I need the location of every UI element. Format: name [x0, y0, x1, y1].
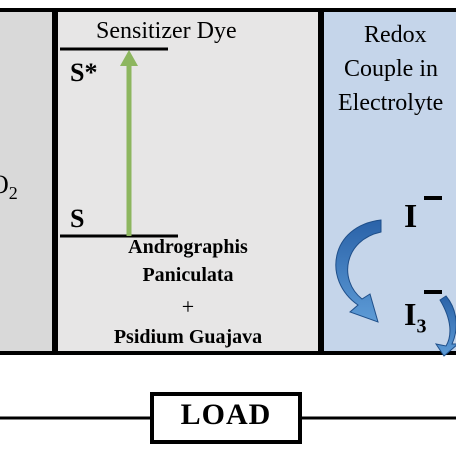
reduction-arrow: [335, 219, 382, 323]
dye-panel: [54, 8, 322, 355]
iodide-charge-bar: [424, 196, 442, 200]
triiodide-symbol: I: [404, 296, 417, 332]
iodide-label: I: [404, 198, 417, 236]
excitation-arrow: [120, 50, 138, 236]
triiodide-label: I3: [404, 296, 426, 338]
dye-panel-title: Sensitizer Dye: [96, 18, 237, 44]
triiodide-charge-bar: [424, 290, 442, 294]
load-box: [150, 392, 302, 444]
semiconductor-label: O2: [0, 170, 50, 204]
dye-name-line-3: Psidium Guajava: [113, 326, 263, 348]
semiconductor-label-main: O: [0, 170, 9, 199]
electrolyte-text-clip: Redox Couple in Electrolyte I I3: [324, 12, 456, 352]
electrolyte-title-line-2: Couple in: [344, 56, 438, 82]
dye-name-line-1: Andrographis: [128, 236, 248, 258]
electrolyte-panel: [320, 8, 456, 355]
electrolyte-title-line-3: Electrolyte: [338, 90, 444, 116]
excited-state-label: S*: [70, 58, 98, 87]
electrolyte-title-line-1: Redox: [364, 22, 427, 48]
load-label: LOAD: [180, 398, 272, 431]
oxidation-arrow: [434, 295, 456, 357]
semiconductor-label-sub: 2: [8, 183, 18, 204]
dye-name-plus: +: [181, 294, 195, 319]
dye-name-line-2: Paniculata: [142, 264, 234, 286]
ground-state-label: S: [70, 204, 85, 233]
iodide-symbol: I: [404, 198, 418, 235]
triiodide-subscript: 3: [416, 315, 427, 338]
